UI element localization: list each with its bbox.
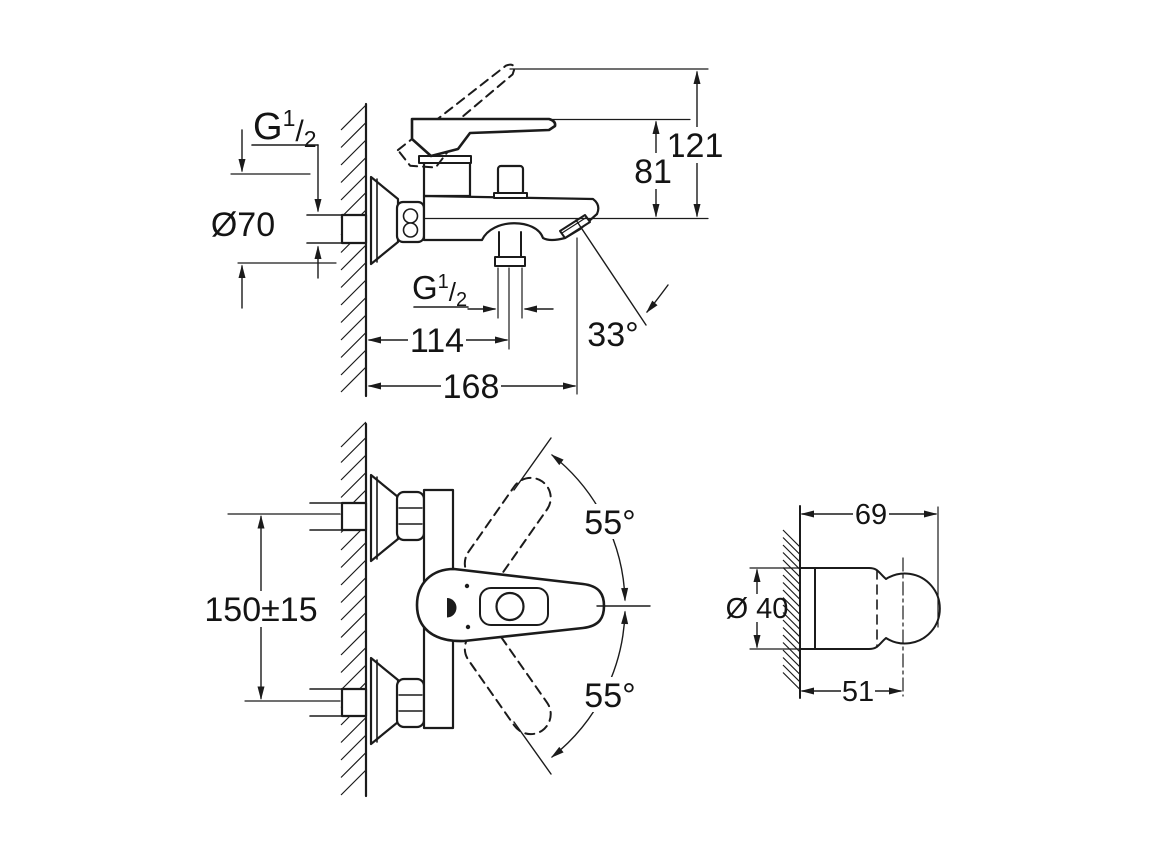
union-nut-facet <box>402 222 419 238</box>
dim-thread-top: G1/2 <box>251 105 322 279</box>
side-view: G1/2 Ø70 121 81 G1/2 <box>211 63 724 406</box>
svg-text:69: 69 <box>855 499 887 531</box>
svg-text:81: 81 <box>634 153 672 191</box>
union-nut-lower <box>395 677 426 729</box>
diverter-knob <box>496 164 525 196</box>
dim-holder-front-length: 51 <box>800 676 903 708</box>
wall-section <box>309 421 368 798</box>
screw-dot <box>464 583 470 589</box>
dim-outlet-offset: 114 <box>367 267 510 360</box>
swing-down-ref-line <box>513 721 552 775</box>
svg-text:Ø70: Ø70 <box>211 206 275 244</box>
supply-pipe-stub <box>309 502 343 717</box>
escutcheon <box>369 175 400 266</box>
wall-hatching <box>340 421 367 796</box>
holder-view: 69 Ø 40 51 <box>726 499 941 708</box>
spout-angle-leader-arrow <box>646 284 669 314</box>
dim-escutcheon-diameter: Ø70 <box>211 129 337 309</box>
svg-text:51: 51 <box>842 676 874 708</box>
wall-hatching <box>340 104 367 393</box>
front-view: 55° 55° 150±15 <box>204 421 651 798</box>
dim-thread-bottom: G1/2 <box>412 267 554 319</box>
lever-mousseur-dot <box>495 591 525 622</box>
union-nut-upper <box>395 490 426 542</box>
dim-spout-angle: 33° <box>575 219 669 354</box>
lever-handle-up-ghost <box>463 476 552 585</box>
supply-pipe-square <box>340 501 368 532</box>
swing-up-ref-line <box>513 437 552 491</box>
escutcheon-lower <box>369 656 400 746</box>
dim-connection-spacing: 150±15 <box>204 513 341 702</box>
dim-holder-length: 69 <box>800 499 939 628</box>
dim-swing-down: 55° <box>513 605 651 775</box>
svg-text:33°: 33° <box>587 316 638 354</box>
svg-text:55°: 55° <box>584 677 635 715</box>
escutcheon-upper <box>369 473 400 563</box>
supply-pipe-square <box>340 687 368 718</box>
dim-height-upper: 81 <box>550 118 691 218</box>
svg-text:Ø 40: Ø 40 <box>726 593 789 625</box>
svg-text:114: 114 <box>410 322 464 360</box>
bath-mixer-side <box>369 63 600 267</box>
spout-angle-line <box>575 219 647 326</box>
supply-pipe-stub <box>306 214 343 244</box>
temperature-marker <box>447 598 457 618</box>
svg-text:G1/2: G1/2 <box>412 269 467 311</box>
svg-text:55°: 55° <box>584 504 635 542</box>
dim-holder-diameter: Ø 40 <box>726 567 802 650</box>
dim-height-total: 121 <box>423 68 724 220</box>
diverter-knob-base <box>493 192 528 199</box>
supply-pipe-square <box>340 213 368 245</box>
dim-reach-total: 168 <box>367 237 578 406</box>
svg-text:150±15: 150±15 <box>204 591 317 629</box>
holder-flange <box>799 567 816 650</box>
dim-swing-up: 55° <box>513 437 636 602</box>
spout-aerator-line <box>561 216 588 234</box>
union-nut-facet <box>402 208 419 224</box>
bath-mixer-front <box>369 473 606 746</box>
handle-collar <box>418 155 472 164</box>
wall-section <box>306 102 368 398</box>
lever-handle-down-ghost <box>463 627 552 736</box>
hand-shower-holder <box>799 557 941 697</box>
svg-text:121: 121 <box>667 127 724 165</box>
lever-handle <box>410 117 557 158</box>
shower-outlet-nipple <box>494 231 526 267</box>
screw-dot <box>465 624 471 630</box>
svg-text:168: 168 <box>443 368 500 406</box>
